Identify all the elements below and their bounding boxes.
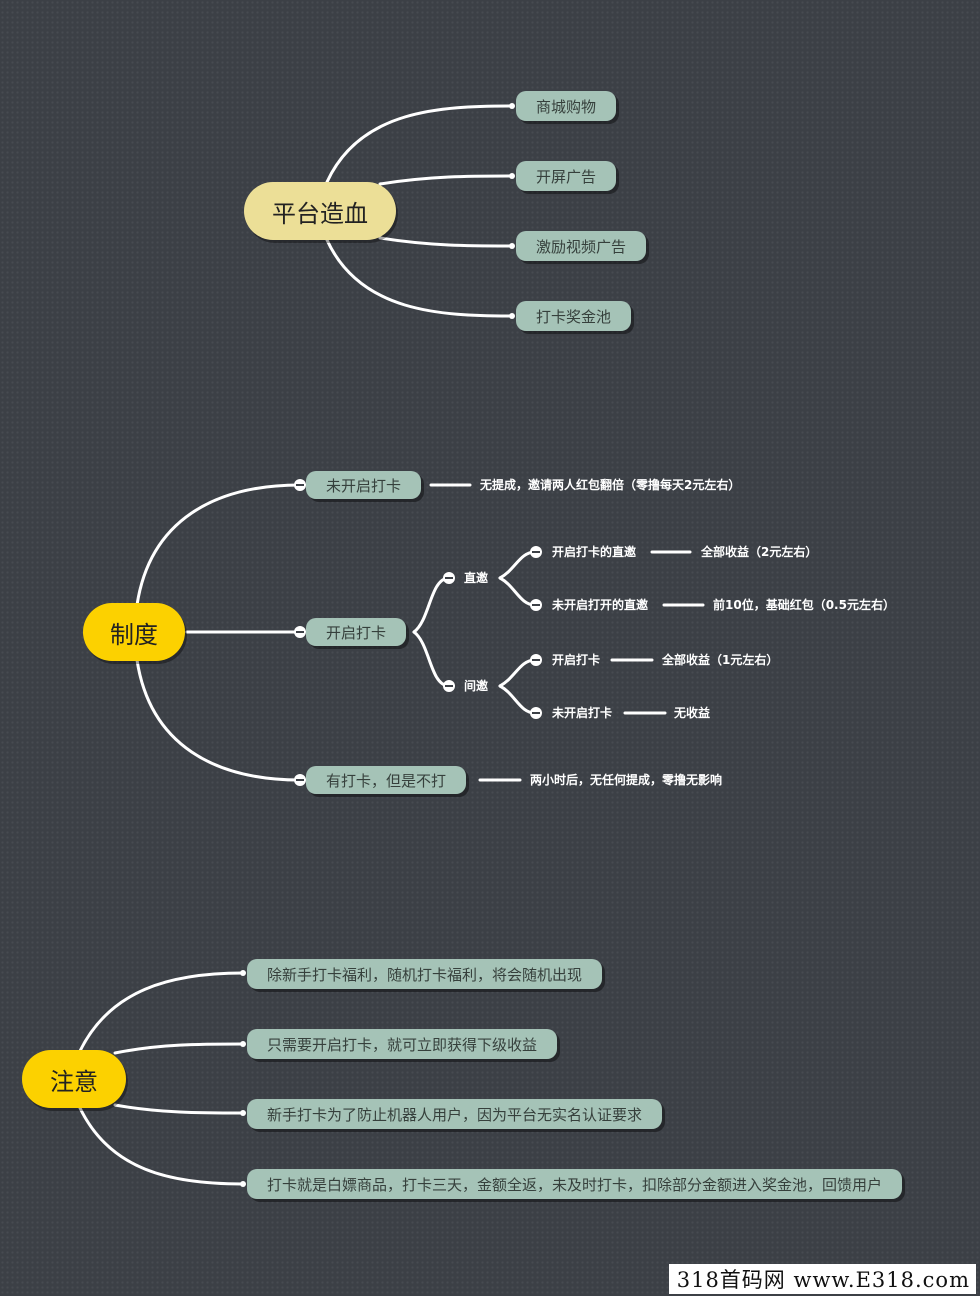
node-label: 新手打卡为了防止机器人用户，因为平台无实名认证要求 (267, 1105, 643, 1124)
collapse-toggle[interactable] (443, 572, 455, 584)
collapse-toggle[interactable] (294, 626, 306, 638)
note-direct-not-enabled: 前10位，基础红包（0.5元左右） (713, 598, 895, 612)
connector-dot (509, 313, 515, 319)
node-direct-invite[interactable]: 直邀 (464, 571, 489, 585)
root-node-label: 制度 (110, 620, 158, 649)
node-anti-bot[interactable]: 新手打卡为了防止机器人用户，因为平台无实名认证要求 (247, 1099, 663, 1129)
connector-dot (509, 103, 515, 109)
node-label: 除新手打卡福利，随机打卡福利，将会随机出现 (267, 965, 583, 984)
node-has-checkin-not-done[interactable]: 有打卡，但是不打 (306, 766, 467, 794)
connector-dot (240, 970, 246, 976)
node-splash-ad[interactable]: 开屏广告 (516, 161, 617, 191)
node-reward-video-ad[interactable]: 激励视频广告 (516, 231, 647, 261)
node-direct-enabled[interactable]: 开启打卡的直邀 (552, 545, 637, 559)
note-no-commission: 无提成，邀请两人红包翻倍（零撸每天2元左右） (480, 478, 741, 492)
node-label: 有打卡，但是不打 (326, 771, 447, 790)
collapse-toggle[interactable] (530, 546, 542, 558)
node-label: 商城购物 (536, 97, 597, 116)
root-node-label: 平台造血 (272, 199, 368, 228)
node-label: 打卡就是白嫖商品，打卡三天，金额全返，未及时打卡，扣除部分金额进入奖金池，回馈用… (267, 1175, 883, 1194)
node-mall-shopping[interactable]: 商城购物 (516, 91, 617, 121)
node-checkin-prize-pool[interactable]: 打卡奖金池 (516, 301, 632, 331)
node-label: 打卡奖金池 (536, 307, 612, 326)
node-free-goods[interactable]: 打卡就是白嫖商品，打卡三天，金额全返，未及时打卡，扣除部分金额进入奖金池，回馈用… (247, 1169, 903, 1199)
connector-dot (509, 243, 515, 249)
collapse-toggle[interactable] (530, 654, 542, 666)
note-direct-enabled: 全部收益（2元左右） (701, 545, 818, 559)
node-indirect-invite[interactable]: 间邀 (464, 679, 489, 693)
node-label: 未开启打卡 (326, 476, 402, 495)
connector-dot (240, 1110, 246, 1116)
node-label: 激励视频广告 (536, 237, 627, 256)
note-two-hours: 两小时后，无任何提成，零撸无影响 (530, 773, 723, 787)
connector-dot (240, 1181, 246, 1187)
node-random-bonus[interactable]: 除新手打卡福利，随机打卡福利，将会随机出现 (247, 959, 603, 989)
node-checkin-not-enabled[interactable]: 未开启打卡 (306, 471, 422, 499)
collapse-toggle[interactable] (294, 479, 306, 491)
connector-dot (509, 173, 515, 179)
collapse-toggle[interactable] (530, 599, 542, 611)
collapse-toggle[interactable] (530, 707, 542, 719)
root-node-label: 注意 (50, 1067, 98, 1096)
collapse-toggle[interactable] (294, 774, 306, 786)
root-node-system[interactable]: 制度 (83, 603, 185, 661)
collapse-toggle[interactable] (443, 680, 455, 692)
note-indirect-enabled: 全部收益（1元左右） (662, 653, 779, 667)
watermark: 318首码网 www.E318.com (668, 1264, 976, 1294)
node-label: 开屏广告 (536, 167, 597, 186)
node-label: 只需要开启打卡，就可立即获得下级收益 (267, 1035, 538, 1054)
node-label: 开启打卡 (326, 623, 387, 642)
node-instant-earnings[interactable]: 只需要开启打卡，就可立即获得下级收益 (247, 1029, 558, 1059)
node-direct-not-enabled[interactable]: 未开启打开的直邀 (552, 598, 649, 612)
note-indirect-not-enabled: 无收益 (674, 706, 711, 720)
connector-dot (240, 1041, 246, 1047)
node-checkin-enabled[interactable]: 开启打卡 (306, 618, 407, 646)
node-indirect-not-enabled[interactable]: 未开启打卡 (552, 706, 613, 720)
root-node-notice[interactable]: 注意 (22, 1050, 126, 1108)
node-indirect-enabled[interactable]: 开启打卡 (552, 653, 601, 667)
root-node-platform[interactable]: 平台造血 (244, 182, 396, 240)
